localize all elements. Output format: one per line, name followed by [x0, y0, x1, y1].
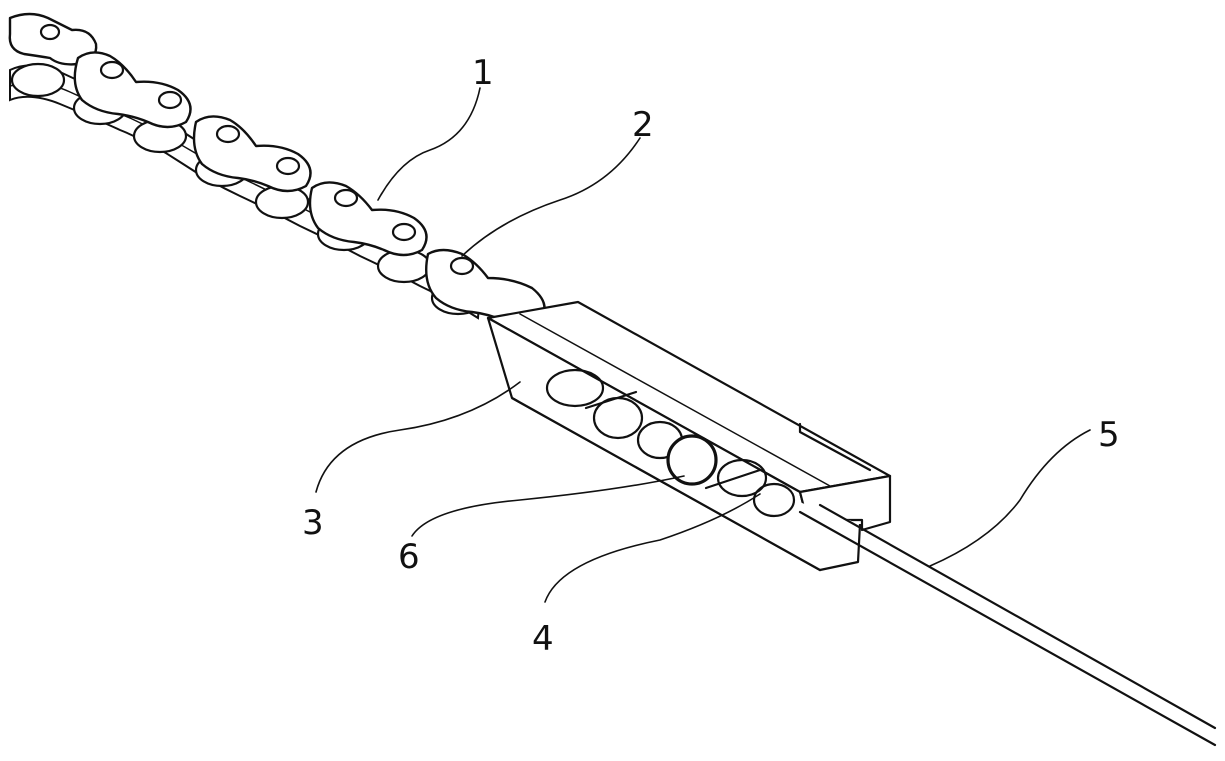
leader-lines [316, 88, 1090, 602]
chain-lower-plates [10, 64, 484, 318]
leader-5 [930, 430, 1090, 566]
callouts: 1 2 3 4 5 6 [302, 53, 1120, 659]
leader-3 [316, 382, 520, 492]
wire [800, 505, 1215, 745]
leader-1 [378, 88, 480, 200]
callout-1: 1 [472, 53, 494, 93]
leader-6 [412, 476, 684, 536]
roller-element-6 [668, 436, 716, 484]
callout-4: 4 [532, 619, 554, 659]
callout-3: 3 [302, 503, 324, 543]
callout-5: 5 [1098, 415, 1120, 455]
leader-2 [462, 138, 640, 256]
callout-2: 2 [632, 105, 654, 145]
roller-chain [10, 14, 545, 325]
callout-6: 6 [398, 537, 420, 577]
